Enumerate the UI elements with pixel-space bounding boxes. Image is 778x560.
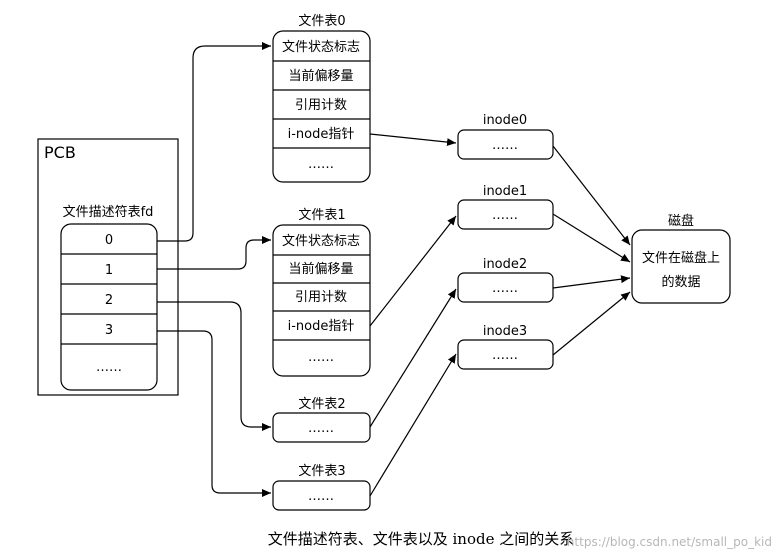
- file-table-0: 文件表0 文件状态标志 当前偏移量 引用计数 i-node指针 ……: [272, 14, 371, 183]
- inode-1: inode1 ……: [457, 184, 554, 230]
- fd-entry: ……: [96, 360, 122, 375]
- file-table-field: 当前偏移量: [288, 68, 353, 84]
- arrow-inode3-to-disk: [552, 291, 631, 356]
- file-table-field: 引用计数: [295, 290, 347, 305]
- inode-title: inode0: [483, 113, 527, 128]
- file-table-3: 文件表3 ……: [272, 464, 371, 511]
- fd-table-frame: [60, 223, 158, 391]
- arrow-inode0-to-disk: [552, 145, 631, 246]
- arrow-filetable0-to-inode0: [369, 133, 457, 147]
- fd-entry: 0: [105, 233, 113, 248]
- inode-2: inode2 ……: [457, 257, 554, 303]
- file-table-frame: [272, 30, 371, 183]
- file-table-title: 文件表0: [298, 14, 345, 29]
- arrow-inode2-to-disk: [552, 275, 631, 289]
- disk-title: 磁盘: [668, 213, 694, 229]
- file-table-frame: [272, 412, 371, 443]
- arrow-filetable2-to-inode2: [369, 288, 457, 428]
- arrow-inode1-to-disk: [552, 213, 631, 263]
- file-table-1: 文件表1 文件状态标志 当前偏移量 引用计数 i-node指针 ……: [272, 208, 371, 377]
- inode-body: ……: [492, 138, 518, 153]
- fd-entry: 2: [105, 293, 113, 308]
- file-table-field: i-node指针: [288, 127, 355, 142]
- file-table-body: ……: [308, 421, 334, 436]
- file-table-field: 文件状态标志: [282, 40, 360, 55]
- file-table-field: ……: [308, 157, 334, 172]
- inode-box: [457, 129, 554, 160]
- file-table-field: 文件状态标志: [282, 234, 360, 249]
- inode-body: ……: [492, 281, 518, 296]
- file-table-title: 文件表3: [298, 464, 345, 479]
- inode-title: inode2: [483, 257, 527, 272]
- arrow-fd2-to-filetable2: [157, 301, 271, 431]
- file-table-field: i-node指针: [288, 319, 355, 334]
- file-table-field: 引用计数: [295, 98, 347, 113]
- inode-3: inode3 ……: [457, 324, 554, 370]
- file-table-body: ……: [308, 489, 334, 504]
- disk-box: [631, 229, 731, 304]
- connectors: [157, 42, 631, 497]
- fd-table-label: 文件描述符表fd: [63, 204, 154, 220]
- fd-table: 0 1 2 3 ……: [60, 223, 158, 391]
- arrow-fd0-to-filetable0: [157, 42, 271, 242]
- file-table-title: 文件表1: [298, 208, 345, 223]
- inode-body: ……: [492, 208, 518, 223]
- arrow-fd3-to-filetable3: [157, 330, 271, 497]
- arrow-filetable3-to-inode3: [369, 353, 457, 497]
- fd-entry: 3: [105, 323, 113, 338]
- file-table-2: 文件表2 ……: [272, 397, 371, 443]
- disk-text-line: 的数据: [661, 274, 700, 290]
- inode-body: ……: [492, 348, 518, 363]
- arrow-fd1-to-filetable1: [157, 236, 271, 270]
- disk-block: 磁盘 文件在磁盘上 的数据: [631, 213, 731, 304]
- watermark: https://blog.csdn.net/small_po_kid: [567, 535, 772, 549]
- pcb-title: PCB: [44, 143, 76, 162]
- file-table-frame: [272, 224, 371, 377]
- file-table-field: ……: [308, 350, 334, 365]
- fd-entry: 1: [105, 263, 113, 278]
- disk-text-line: 文件在磁盘上: [642, 250, 720, 266]
- figure-caption: 文件描述符表、文件表以及 inode 之间的关系: [268, 530, 575, 548]
- file-table-title: 文件表2: [298, 397, 345, 412]
- inode-title: inode3: [483, 324, 527, 339]
- inode-0: inode0 ……: [457, 113, 554, 160]
- arrow-filetable1-to-inode1: [369, 215, 457, 327]
- file-table-field: 当前偏移量: [288, 261, 353, 277]
- inode-title: inode1: [483, 184, 527, 199]
